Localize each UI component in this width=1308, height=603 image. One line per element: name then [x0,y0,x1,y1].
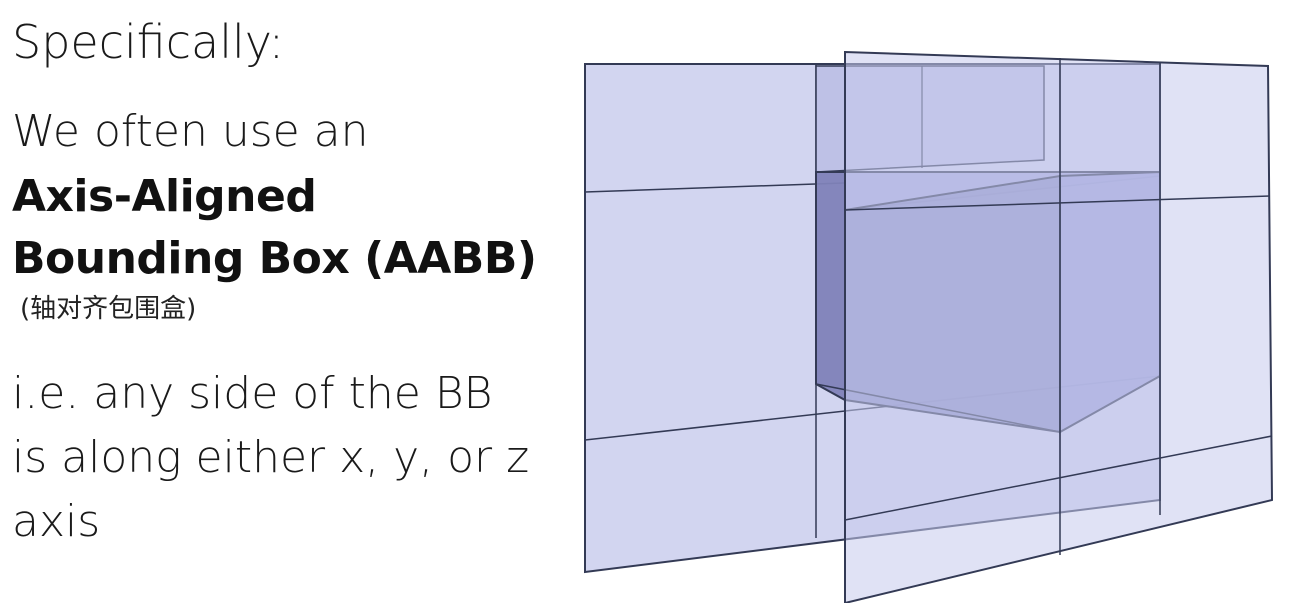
desc-line-1: i.e. any side of the BB [12,368,493,419]
desc-line-3: axis [12,496,101,547]
slide-heading: Specifically: [12,15,285,69]
front-slab [844,50,1274,603]
term-chinese: (轴对齐包围盒) [20,294,197,324]
intro-text: We often use an [12,106,369,157]
description: i.e. any side of the BB is along either … [12,362,529,554]
term-line-2: Bounding Box (AABB) [12,233,537,284]
term-title: Axis-Aligned Bounding Box (AABB) [12,166,537,290]
desc-line-2: is along either x, y, or z [12,432,530,483]
term-line-1: Axis-Aligned [12,171,317,222]
